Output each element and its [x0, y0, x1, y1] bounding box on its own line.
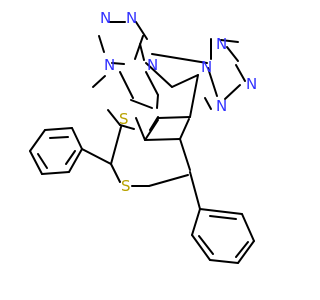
atom-label-n-g: N: [246, 75, 257, 93]
atom-label-s-thiopyran: S: [121, 177, 131, 195]
atom-label-n-c: N: [104, 56, 115, 74]
molecule-diagram: N N N N N N N N S S: [29, 9, 258, 264]
bond-lines: [29, 21, 255, 264]
atom-label-n-a: N: [100, 9, 111, 27]
atom-label-n-f: N: [216, 35, 227, 53]
atom-label-n-e: N: [201, 58, 212, 76]
molecule-structure: N N N N N N N N S S: [29, 9, 258, 264]
atom-labels: N N N N N N N N S S: [100, 9, 257, 195]
atom-label-n-d: N: [147, 56, 158, 74]
atom-label-n-h: N: [216, 97, 227, 115]
atom-label-n-b: N: [126, 9, 137, 27]
atom-label-s-thiophene: S: [119, 110, 129, 128]
